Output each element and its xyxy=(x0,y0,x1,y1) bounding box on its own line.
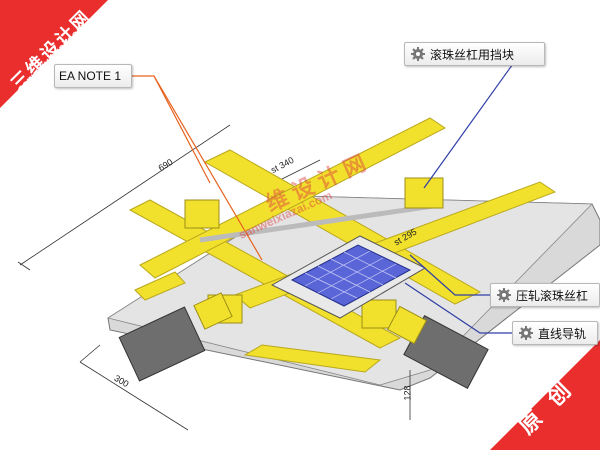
rail xyxy=(134,271,186,301)
corner-banner-top-left xyxy=(0,0,108,108)
coupling xyxy=(193,292,233,330)
rail xyxy=(243,344,382,373)
dimension-height: 128 xyxy=(402,385,413,401)
ball-screw-shaft xyxy=(199,202,441,243)
leader-lines-orange xyxy=(132,75,263,261)
callout-note-label: EA NOTE 1 xyxy=(59,69,122,83)
gear-icon xyxy=(411,47,425,61)
gear-icon xyxy=(497,288,511,302)
gear-icon xyxy=(519,326,533,340)
corner-banner-bottom-right xyxy=(490,340,600,450)
callout-guide-label: 直线导轨 xyxy=(538,326,587,341)
callout-note: EA NOTE 1 xyxy=(54,64,132,88)
callout-stopper-label: 滚珠丝杠用挡块 xyxy=(430,47,515,62)
coupling xyxy=(386,305,428,345)
fixture-grid-lines xyxy=(304,250,397,300)
callout-ballscrew-label: 压轧滚珠丝杠 xyxy=(516,288,589,303)
callout-guide: 直线导轨 xyxy=(512,321,598,345)
motor xyxy=(118,306,206,382)
servo-motors xyxy=(118,292,489,390)
callout-ballscrew: 压轧滚珠丝杠 xyxy=(490,283,600,307)
callout-stopper: 滚珠丝杠用挡块 xyxy=(404,42,545,66)
